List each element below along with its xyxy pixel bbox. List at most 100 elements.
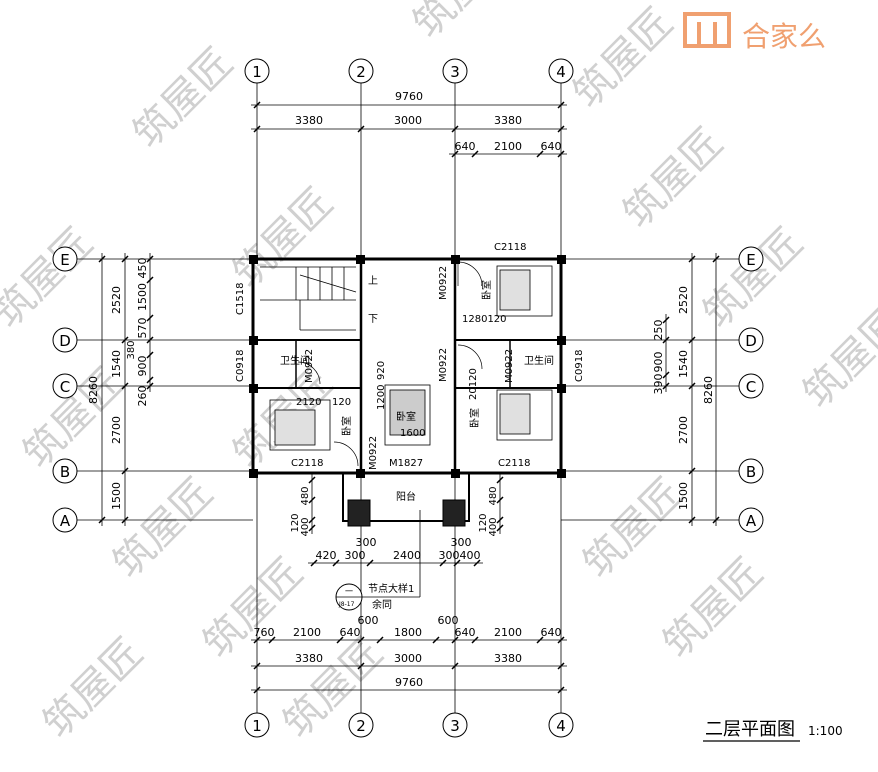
dim-balcony-1: 420 [316, 549, 337, 562]
dimension-lines [98, 101, 720, 694]
dim-balcony-right-tick-0 [496, 476, 504, 484]
dim-right-inner-1: 250 [652, 320, 665, 341]
drawing-title-scale: 1:100 [808, 724, 843, 738]
dim-bottom-span-3: 3380 [494, 652, 522, 665]
dim-balcony-side-2: 400 [300, 517, 311, 536]
label-1600: 1600 [400, 428, 425, 439]
dim-bottom-sub-3: 640 [340, 626, 361, 639]
dim-left-spans-tick-2 [121, 382, 129, 390]
dim-bottom-sub-tick-0 [253, 636, 261, 644]
dim-top-span-1: 3380 [295, 114, 323, 127]
dim-left-inner-tick-2 [146, 314, 154, 322]
dim-balcony-tick-2 [366, 559, 374, 567]
dim-top-span-3: 3380 [494, 114, 522, 127]
dim-bottom-sub-tick-4 [376, 636, 384, 644]
watermark-4: 筑屋匠 [0, 220, 102, 337]
dim-bottom-sub-8: 2100 [494, 626, 522, 639]
dim-balcony-tick-3 [439, 559, 447, 567]
watermark-0: 筑屋匠 [125, 40, 242, 157]
detail-reference: 一 J8-17 节点大样1 余同 [335, 510, 421, 611]
dim-left-inner-tick-3 [146, 336, 154, 344]
dim-left-inner-1: 450 [136, 258, 149, 279]
dim-left-span-1: 2520 [110, 286, 123, 314]
label-tv-1280: 1280120 [462, 314, 507, 325]
dim-right-outer-tick-1 [712, 516, 720, 524]
axis-labels: 1 2 3 4 1 2 3 4 E D C B A E D C B A [59, 63, 757, 735]
dim-left-inner-5: 900 [136, 356, 149, 377]
axis-row-a-left: A [60, 512, 71, 530]
label-door-m0922-3: M0922 [368, 436, 379, 470]
label-door-m0922-2: M0922 [438, 348, 449, 382]
label-bathroom-right: 卫生间 [524, 354, 554, 367]
dim-left-span-4: 1500 [110, 482, 123, 510]
axis-bubbles [52, 58, 764, 738]
dim-top-sub-tick-1 [471, 150, 479, 158]
watermark-14: 筑屋匠 [275, 630, 392, 747]
label-window-c0918-right: C0918 [574, 350, 585, 382]
dim-right-inner-tick-0 [662, 316, 670, 324]
watermark-7: 筑屋匠 [795, 300, 878, 417]
axis-row-a-right: A [746, 512, 757, 530]
dim-bottom-total-tick-0 [253, 686, 261, 694]
dim-right-span-1: 2520 [677, 286, 690, 314]
dim-left-spans-tick-3 [121, 467, 129, 475]
axis-col-4-top: 4 [556, 63, 566, 81]
axis-row-b-left: B [60, 463, 70, 481]
dim-balcony-4: 300 [439, 549, 460, 562]
dim-right-inner-tick-1 [662, 336, 670, 344]
dim-balcony-top-1: 300 [356, 536, 377, 549]
dim-bottom-sub-tick-7 [471, 636, 479, 644]
dim-balcony-left-tick-3 [308, 524, 316, 532]
dim-bottom-sub-2: 2100 [293, 626, 321, 639]
dim-left-outer-tick-1 [98, 516, 106, 524]
axis-row-c-left: C [60, 378, 70, 396]
detail-note: 余同 [372, 598, 392, 611]
dim-balcony-right-tick-3 [496, 524, 504, 532]
label-stair-up: 上 [368, 275, 378, 287]
dim-bottom-sub-4: 600 [358, 614, 379, 627]
dim-left-inner-3: 570 [136, 318, 149, 339]
axis-col-4-bottom: 4 [556, 717, 566, 735]
dim-bottom-spans-tick-3 [557, 662, 565, 670]
label-stair-down: 下 [368, 314, 378, 325]
dim-right-spans-tick-1 [688, 336, 696, 344]
axis-col-1-top: 1 [252, 63, 262, 81]
dim-balcony-tick-4 [453, 559, 461, 567]
label-window-c2118-top: C2118 [494, 242, 526, 253]
dim-top-sub-2: 2100 [494, 140, 522, 153]
label-20120: 20120 [468, 368, 479, 400]
axis-row-c-right: C [746, 378, 756, 396]
dim-right-outer: 8260 [702, 376, 715, 404]
dim-left-span-2: 1540 [110, 350, 123, 378]
dim-top-sub-1: 640 [455, 140, 476, 153]
dim-balcony-side-5: 400 [488, 517, 499, 536]
watermark-3: 筑屋匠 [615, 120, 732, 237]
dim-balcony-side-4: 480 [488, 486, 499, 505]
dim-balcony-side-3: 120 [290, 513, 301, 532]
label-door-m0922-1: M0922 [438, 266, 449, 300]
dim-bottom-sub-tick-8 [536, 636, 544, 644]
label-bathroom-left: 卫生间 [280, 354, 310, 367]
dim-left-span-3: 2700 [110, 416, 123, 444]
watermark-2: 筑屋匠 [565, 0, 682, 117]
label-bedroom-2: 卧室 [340, 416, 353, 436]
dim-bottom-total-tick-1 [557, 686, 565, 694]
label-bedroom-4: 卧室 [396, 410, 416, 423]
dim-top-spans-tick-1 [357, 125, 365, 133]
dim-balcony-2: 300 [345, 549, 366, 562]
dim-top-total-tick-0 [253, 101, 261, 109]
dim-left-spans-tick-4 [121, 516, 129, 524]
dim-bottom-total: 9760 [395, 676, 423, 689]
right-dimensions: 8260 2520 1540 2700 1500 250 900 390 [652, 286, 715, 510]
dim-left-spans-tick-1 [121, 336, 129, 344]
watermark-12: 筑屋匠 [195, 550, 312, 667]
dim-top-sub-tick-3 [557, 150, 565, 158]
watermark-13: 筑屋匠 [655, 550, 772, 667]
dim-top-spans-tick-2 [451, 125, 459, 133]
dim-left-inner-tick-1 [146, 276, 154, 284]
dim-balcony-right-tick-2 [496, 516, 504, 524]
dim-right-span-3: 2700 [677, 416, 690, 444]
dim-right-inner-tick-3 [662, 382, 670, 390]
